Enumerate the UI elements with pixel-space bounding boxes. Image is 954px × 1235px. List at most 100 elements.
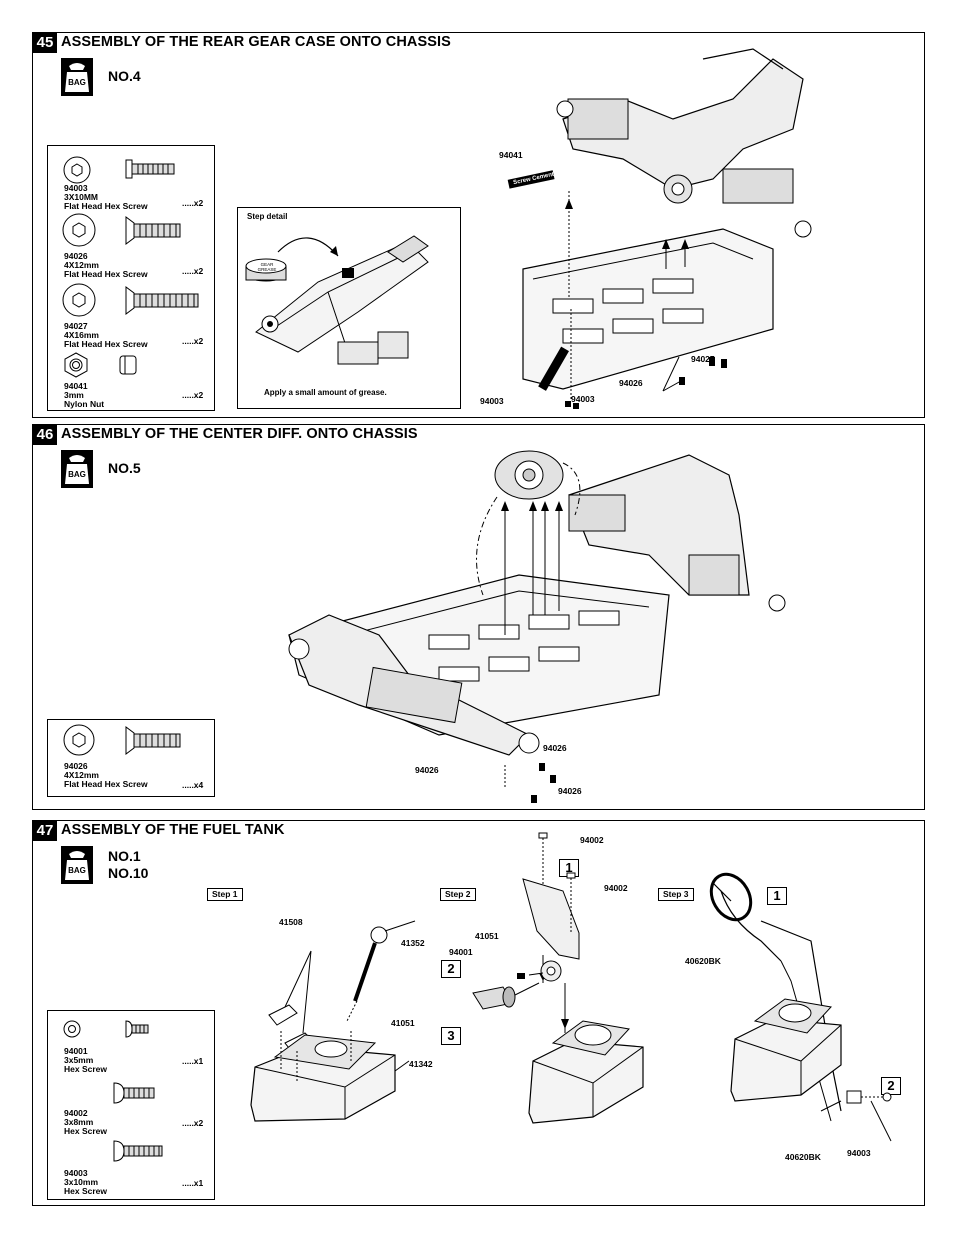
bag-label: BAG: [68, 470, 86, 479]
part-label-94026: 94026: [558, 786, 582, 796]
part-name: Flat Head Hex Screw: [64, 779, 148, 789]
part-code: 94003: [64, 1168, 88, 1178]
parts-list: 94026 4X12mm Flat Head Hex Screw .....x4: [47, 719, 215, 797]
step-detail-box: Step detail GEAR GREASE Apply a small am…: [237, 207, 461, 409]
hex-screw-icon: [113, 1140, 163, 1162]
part-code: 94026: [64, 251, 88, 261]
step-2-tag: Step 2: [440, 888, 476, 901]
bag-label: BAG: [68, 866, 86, 875]
part-label-94003: 94003: [571, 394, 595, 404]
part-qty: .....x2: [182, 1118, 204, 1128]
part-label-41508: 41508: [279, 917, 303, 927]
washer-icon: [63, 1020, 81, 1038]
part-qty: .....x2: [182, 336, 204, 346]
part-label-94003: 94003: [847, 1148, 871, 1158]
part-qty: .....x2: [182, 390, 204, 400]
gear-case-illustration: [245, 235, 429, 365]
part-size: 3x10mm: [64, 1177, 99, 1187]
grease-label: GEAR GREASE: [257, 262, 277, 272]
part-code: 94041: [64, 381, 88, 391]
part-code: 94027: [64, 321, 88, 331]
step-46-panel: 46 ASSEMBLY OF THE CENTER DIFF. ONTO CHA…: [32, 424, 925, 810]
fuel-tank-step3-illustration: [709, 872, 892, 1142]
part-label-94003: 94003: [480, 396, 504, 406]
step-3-tag: Step 3: [658, 888, 694, 901]
part-size: 4X12mm: [64, 260, 99, 270]
part-label-94001: 94001: [449, 947, 473, 957]
flat-head-screw-icon: [125, 726, 181, 755]
step-1-tag: Step 1: [207, 888, 243, 901]
part-name: Hex Screw: [64, 1126, 107, 1136]
part-label-41342: 41342: [409, 1059, 433, 1069]
bag-icon: BAG: [61, 846, 93, 884]
fuel-tank-step1-illustration: [250, 920, 416, 1122]
washer-icon: [62, 213, 96, 247]
part-size: 4X16mm: [64, 330, 99, 340]
part-name: Flat Head Hex Screw: [64, 269, 148, 279]
part-name: Flat Head Hex Screw: [64, 201, 148, 211]
hex-screw-icon: [125, 1020, 149, 1038]
rear-gear-case-chassis-illustration: [507, 48, 812, 409]
washer-icon: [63, 156, 91, 184]
part-qty: .....x2: [182, 198, 204, 208]
flat-head-screw-icon: [125, 216, 181, 245]
part-code: 94026: [64, 761, 88, 771]
washer-icon: [63, 724, 95, 756]
part-label-94026: 94026: [543, 743, 567, 753]
part-size: 3mm: [64, 390, 84, 400]
part-qty: .....x4: [182, 780, 204, 790]
bag-label: BAG: [68, 78, 86, 87]
step-title: ASSEMBLY OF THE FUEL TANK: [61, 822, 285, 838]
part-label-94026: 94026: [619, 378, 643, 388]
part-code: 94002: [64, 1108, 88, 1118]
part-size: 3x8mm: [64, 1117, 94, 1127]
step-detail-title: Step detail: [247, 212, 288, 221]
part-name: Hex Screw: [64, 1186, 107, 1196]
part-label-94002: 94002: [580, 835, 604, 845]
step-title: ASSEMBLY OF THE REAR GEAR CASE ONTO CHAS…: [61, 34, 451, 50]
part-code: 94003: [64, 183, 88, 193]
part-label-94002: 94002: [604, 883, 628, 893]
part-qty: .....x2: [182, 266, 204, 276]
callout-2: 2: [441, 960, 461, 978]
step-47-panel: 47 ASSEMBLY OF THE FUEL TANK BAG NO.1 NO…: [32, 820, 925, 1206]
part-qty: .....x1: [182, 1056, 204, 1066]
part-code: 94001: [64, 1046, 88, 1056]
part-label-40620bk: 40620BK: [785, 1152, 821, 1162]
parts-list: 94001 3x5mm Hex Screw .....x1 94002 3x8m…: [47, 1010, 215, 1200]
part-label-41051: 41051: [391, 1018, 415, 1028]
part-name: Flat Head Hex Screw: [64, 339, 148, 349]
part-qty: .....x1: [182, 1178, 204, 1188]
bag-number: NO.5: [108, 460, 141, 476]
part-label-41051: 41051: [475, 931, 499, 941]
bag-number: NO.1: [108, 848, 141, 864]
step-number: 47: [33, 821, 57, 841]
hex-screw-icon: [113, 1082, 155, 1104]
step-45-panel: 45 ASSEMBLY OF THE REAR GEAR CASE ONTO C…: [32, 32, 925, 418]
part-label-94027: 94027: [691, 354, 715, 364]
part-label-94041: 94041: [499, 150, 523, 160]
fuel-tank-step2-illustration: [472, 832, 644, 1124]
callout-1: 1: [767, 887, 787, 905]
center-diff-chassis-illustration: [288, 450, 786, 803]
part-size: 3x5mm: [64, 1055, 94, 1065]
bag-number: NO.10: [108, 865, 149, 881]
part-size: 3X10MM: [64, 192, 99, 202]
callout-3: 3: [441, 1027, 461, 1045]
bag-icon: BAG: [61, 450, 93, 488]
step-title: ASSEMBLY OF THE CENTER DIFF. ONTO CHASSI…: [61, 426, 418, 442]
flat-head-screw-icon: [125, 159, 175, 179]
part-name: Hex Screw: [64, 1064, 107, 1074]
bag-number: NO.4: [108, 68, 141, 84]
washer-icon: [62, 283, 96, 317]
part-label-41352: 41352: [401, 938, 425, 948]
flat-head-screw-icon: [125, 286, 199, 315]
part-size: 4X12mm: [64, 770, 99, 780]
callout-2: 2: [881, 1077, 901, 1095]
part-label-94026: 94026: [415, 765, 439, 775]
part-name: Nylon Nut: [64, 399, 105, 409]
nylon-nut-icon: [64, 352, 137, 378]
step-detail-caption: Apply a small amount of grease.: [264, 388, 387, 397]
bag-icon: BAG: [61, 58, 93, 96]
parts-list: 94003 3X10MM Flat Head Hex Screw .....x2…: [47, 145, 215, 411]
